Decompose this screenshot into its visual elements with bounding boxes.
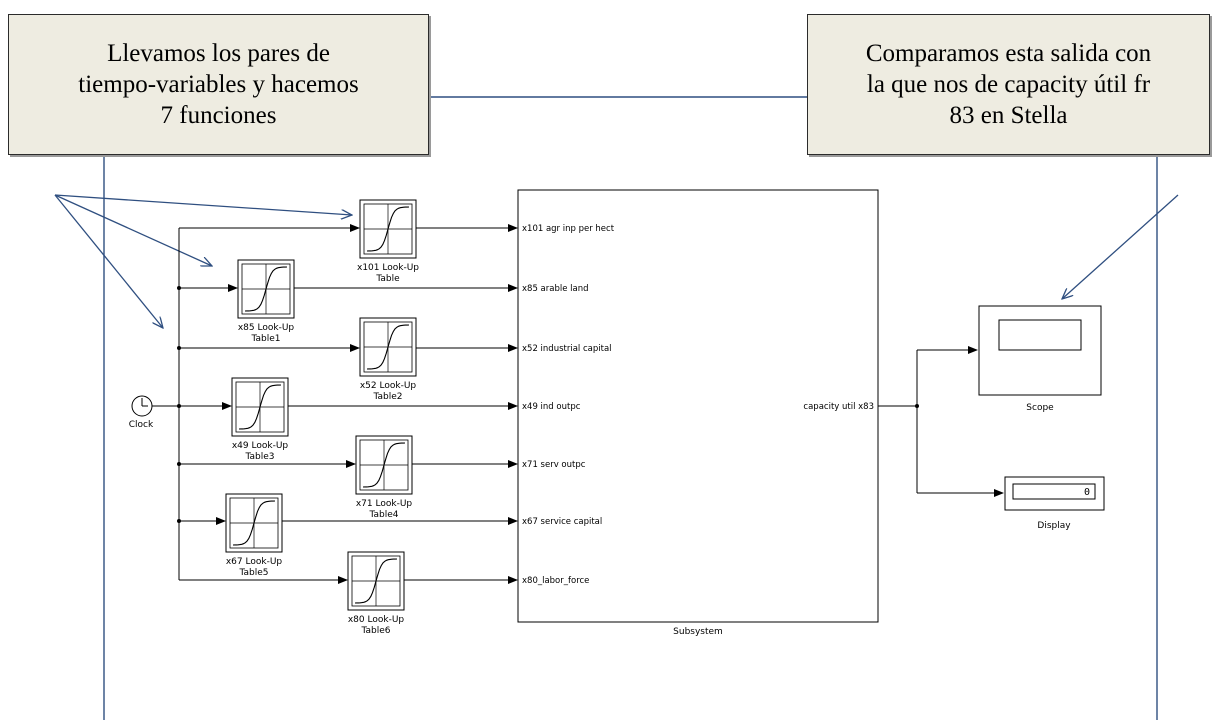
subsystem-input-ports: x101 agr inp per hect x85 arable land x52 … bbox=[522, 224, 615, 586]
subsystem-block[interactable]: Subsystem x101 agr inp per hect x85 arabl… bbox=[517, 189, 879, 637]
right-callout-line-1: Comparamos esta salida con bbox=[865, 40, 1152, 67]
annotation-arrows bbox=[54, 194, 1179, 328]
lookup-table-name-line1: x101 Look-Up bbox=[357, 263, 419, 273]
display-block[interactable]: 0 Display bbox=[1004, 476, 1105, 531]
display-label: Display bbox=[1037, 521, 1071, 531]
lookup-table-name-line1: x80 Look-Up bbox=[348, 615, 405, 625]
right-callout-line-2: la que nos de capacity útil fr bbox=[866, 71, 1151, 98]
clock-label: Clock bbox=[129, 420, 154, 430]
lookup-table-name-line2: Table5 bbox=[239, 568, 269, 578]
output-wiring bbox=[878, 346, 1004, 497]
scope-screen-icon bbox=[998, 319, 1082, 351]
arrow-to-scope bbox=[1062, 194, 1179, 299]
lookup-table-name-line1: x52 Look-Up bbox=[360, 381, 417, 391]
sigmoid-curve-icon bbox=[238, 384, 282, 430]
scope-block[interactable]: Scope bbox=[978, 305, 1102, 413]
sigmoid-curve-icon bbox=[354, 558, 398, 604]
annotation-frame-lines bbox=[103, 96, 1158, 720]
lookup-table-name-line1: x85 Look-Up bbox=[238, 323, 295, 333]
subsystem-input-port-label: x49 ind outpc bbox=[522, 402, 581, 412]
lookup-table-name-line2: Table bbox=[375, 274, 400, 284]
sigmoid-curve-icon bbox=[244, 266, 288, 312]
lookup-table-name-line1: x49 Look-Up bbox=[232, 441, 289, 451]
sigmoid-curve-icon bbox=[232, 500, 276, 546]
sigmoid-curve-icon bbox=[366, 206, 410, 252]
subsystem-input-port-label: x67 service capital bbox=[522, 517, 602, 527]
left-callout-line-1: Llevamos los pares de bbox=[107, 40, 330, 67]
subsystem-input-port-label: x71 serv outpc bbox=[522, 460, 586, 470]
arrow-to-clock-bus bbox=[54, 194, 163, 328]
subsystem-input-port-label: x101 agr inp per hect bbox=[522, 224, 615, 234]
left-callout: Llevamos los pares de tiempo-variables y… bbox=[8, 14, 429, 155]
output-junction bbox=[915, 404, 919, 408]
sigmoid-curve-icon bbox=[366, 324, 410, 370]
lookup-table-name-line2: Table2 bbox=[373, 392, 403, 402]
display-value: 0 bbox=[1084, 487, 1090, 498]
left-callout-line-3: 7 funciones bbox=[160, 102, 277, 129]
lookup-table-name-line1: x71 Look-Up bbox=[356, 499, 413, 509]
subsystem-input-port-label: x80_labor_force bbox=[522, 576, 589, 586]
lookup-table-name-line2: Table1 bbox=[251, 334, 281, 344]
subsystem-input-port-label: x85 arable land bbox=[522, 284, 589, 294]
lookup-table-name-line2: Table4 bbox=[369, 510, 399, 520]
subsystem-input-port-label: x52 industrial capital bbox=[522, 344, 612, 354]
scope-label: Scope bbox=[1026, 403, 1054, 413]
clock-bus bbox=[152, 228, 180, 580]
lookup-table-name-line1: x67 Look-Up bbox=[226, 557, 283, 567]
lookup-table-name-line2: Table6 bbox=[361, 626, 391, 636]
clock-block[interactable]: Clock bbox=[129, 395, 154, 430]
sigmoid-curve-icon bbox=[362, 442, 406, 488]
arrow-to-lookup-table bbox=[54, 194, 352, 215]
right-callout: Comparamos esta salida con la que nos de… bbox=[807, 14, 1210, 155]
display-readout bbox=[1012, 483, 1096, 500]
arrow-to-lookup-table1 bbox=[54, 194, 212, 266]
subsystem-label: Subsystem bbox=[673, 627, 723, 637]
lookup-table-name-line2: Table3 bbox=[245, 452, 275, 462]
subsystem-box bbox=[517, 189, 879, 623]
right-callout-line-3: 83 en Stella bbox=[949, 102, 1068, 129]
subsystem-output-port-label: capacity util x83 bbox=[803, 402, 874, 412]
left-callout-line-2: tiempo-variables y hacemos bbox=[78, 71, 359, 98]
